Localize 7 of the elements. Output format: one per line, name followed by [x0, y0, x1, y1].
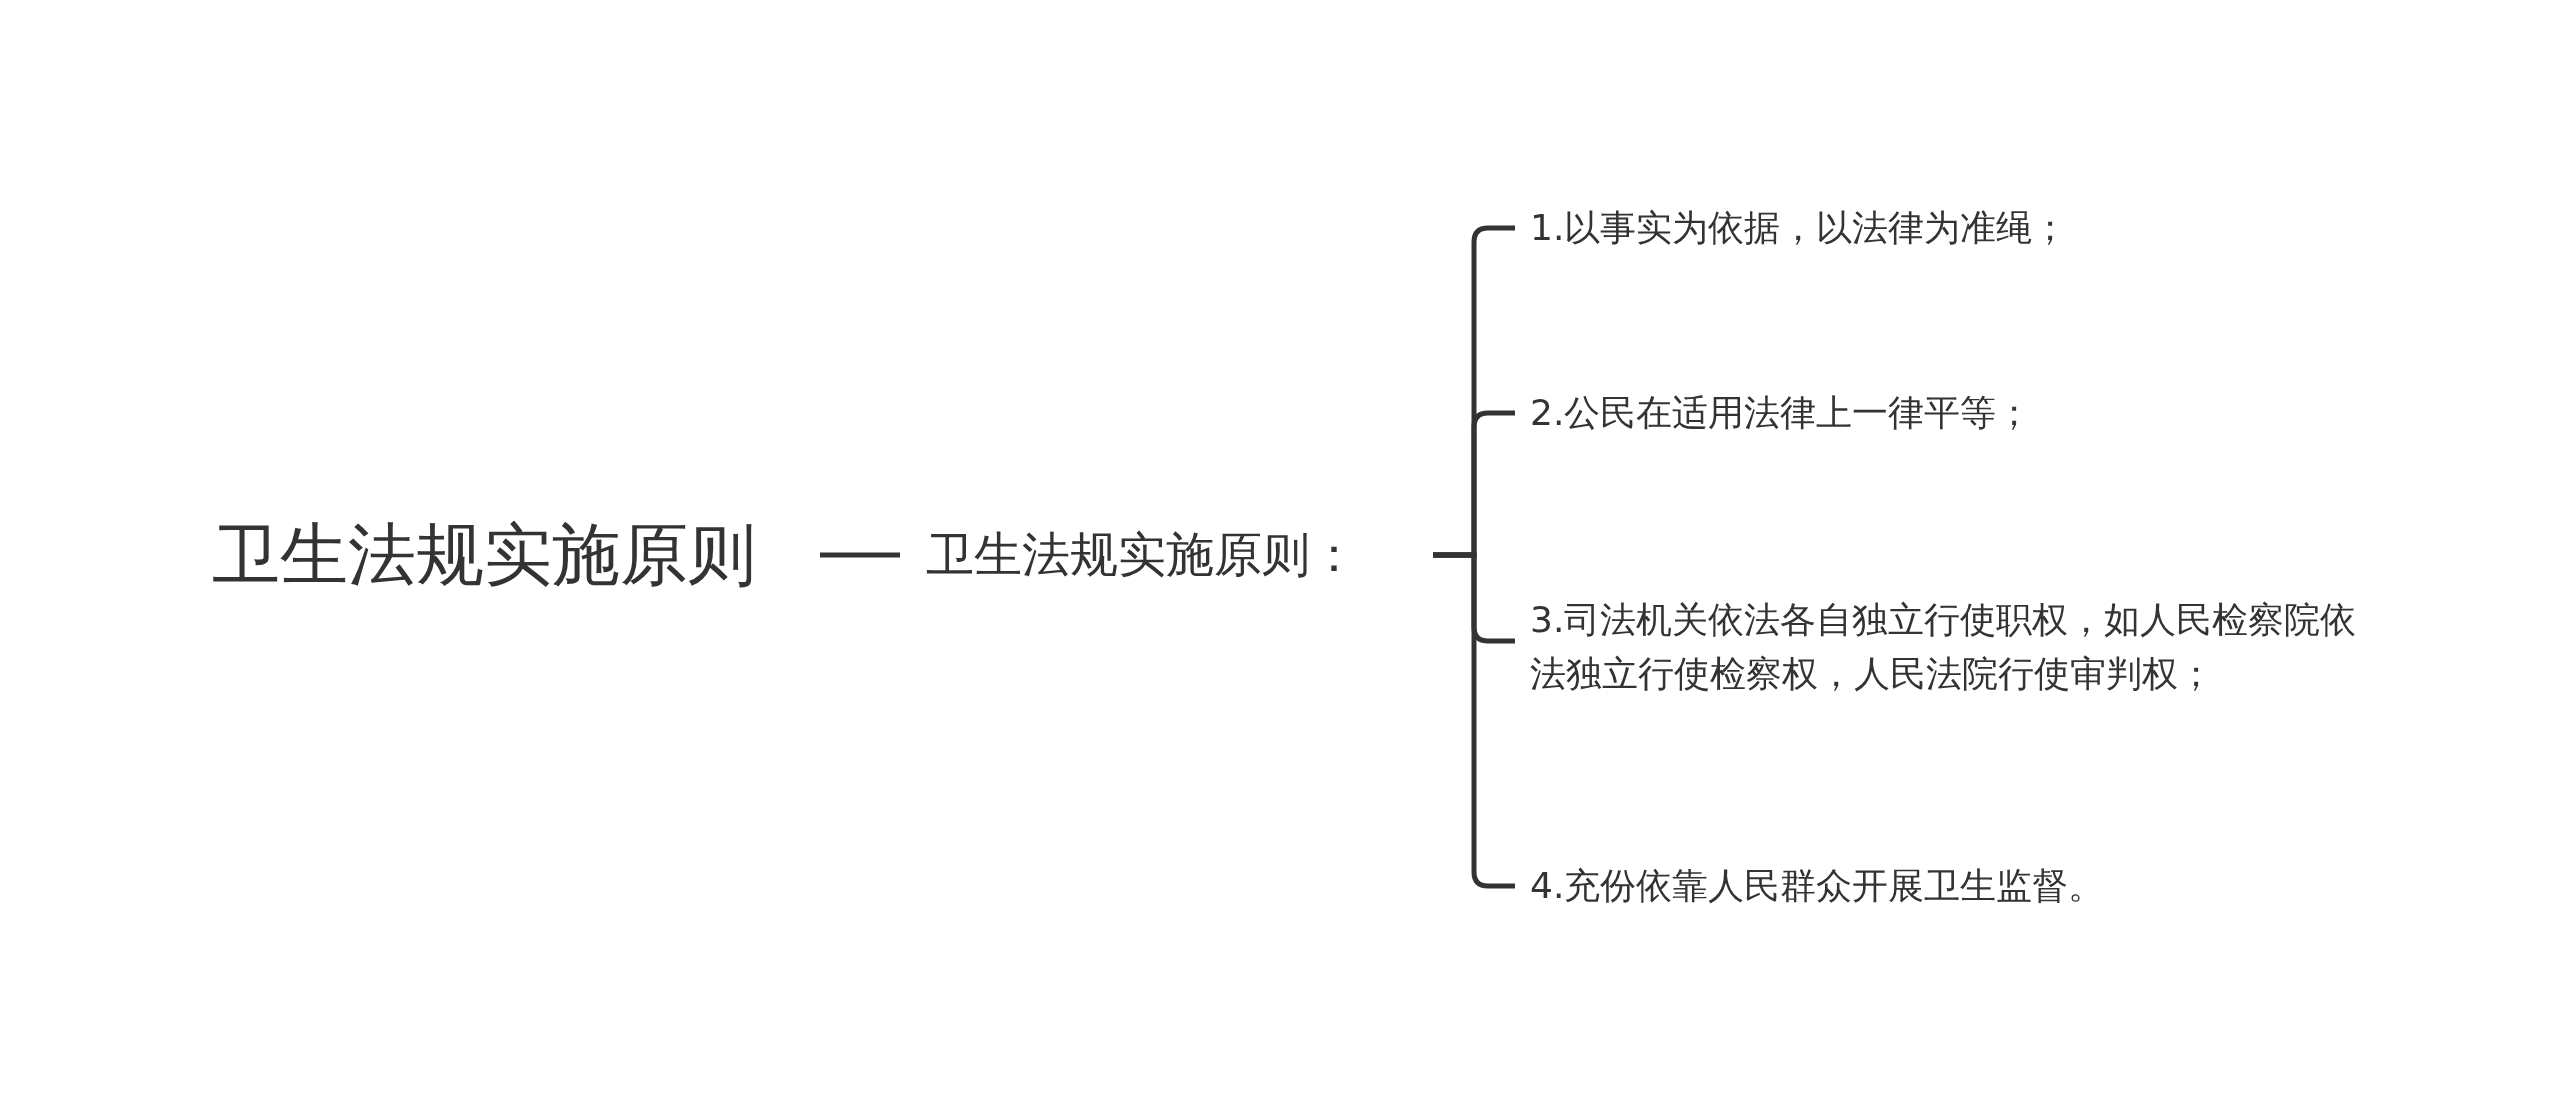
subtopic: 卫生法规实施原则： — [926, 527, 1358, 583]
connector-line — [820, 552, 900, 558]
leaf-topic: 1.以事实为依据，以法律为准绳； — [1530, 207, 2069, 249]
leaf-topic: 4.充份依靠人民群众开展卫生监督。 — [1530, 865, 2105, 907]
leaf-topic: 2.公民在适用法律上一律平等； — [1530, 392, 2033, 434]
root-topic: 卫生法规实施原则 — [212, 515, 756, 595]
leaf-topic: 3.司法机关依法各自独立行使职权，如人民检察院依法独立行使检察权，人民法院行使审判权； — [1530, 598, 2358, 696]
